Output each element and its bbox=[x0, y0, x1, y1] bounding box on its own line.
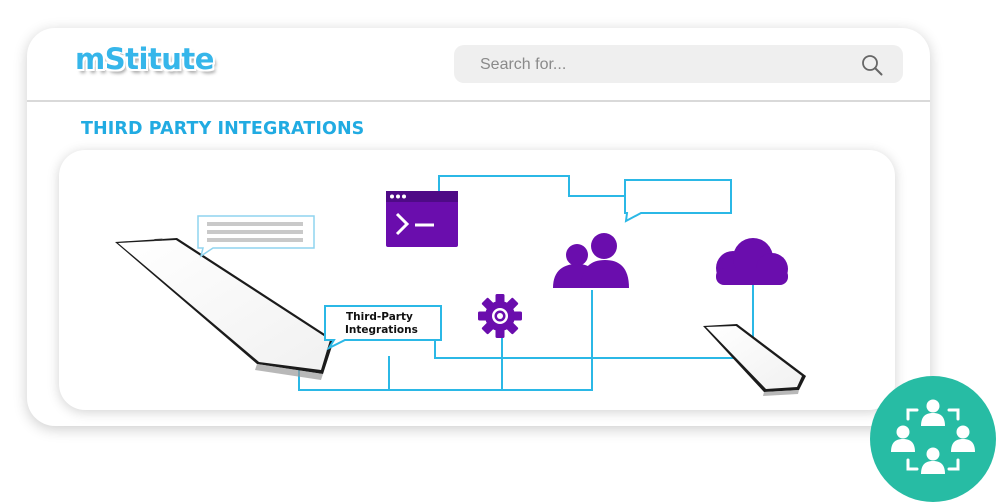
callout-label-line2: Integrations bbox=[345, 324, 418, 336]
gear-icon bbox=[478, 294, 522, 338]
cloud-icon bbox=[716, 238, 788, 285]
app-window: mStitute THIRD PARTY INTEGRATIONS bbox=[27, 28, 930, 426]
team-badge bbox=[870, 376, 996, 502]
third-party-callout: Third-Party Integrations bbox=[324, 305, 442, 351]
callout-label-line1: Third-Party bbox=[346, 311, 413, 323]
search-bar[interactable] bbox=[454, 45, 903, 85]
users-icon bbox=[553, 233, 629, 288]
logo[interactable]: mStitute bbox=[75, 42, 214, 76]
terminal-icon bbox=[386, 191, 458, 247]
message-bubble-right bbox=[624, 179, 732, 223]
integration-diagram-panel: Third-Party Integrations bbox=[59, 150, 895, 410]
search-icon[interactable] bbox=[861, 54, 883, 76]
integration-diagram: Third-Party Integrations bbox=[115, 175, 806, 396]
message-bubble-left bbox=[197, 215, 315, 258]
smartphone-icon bbox=[703, 324, 806, 396]
smartphone-large bbox=[115, 238, 334, 380]
header: mStitute bbox=[27, 28, 930, 102]
page-title: THIRD PARTY INTEGRATIONS bbox=[81, 119, 365, 139]
team-network-icon bbox=[891, 399, 975, 474]
search-input[interactable] bbox=[478, 45, 842, 85]
